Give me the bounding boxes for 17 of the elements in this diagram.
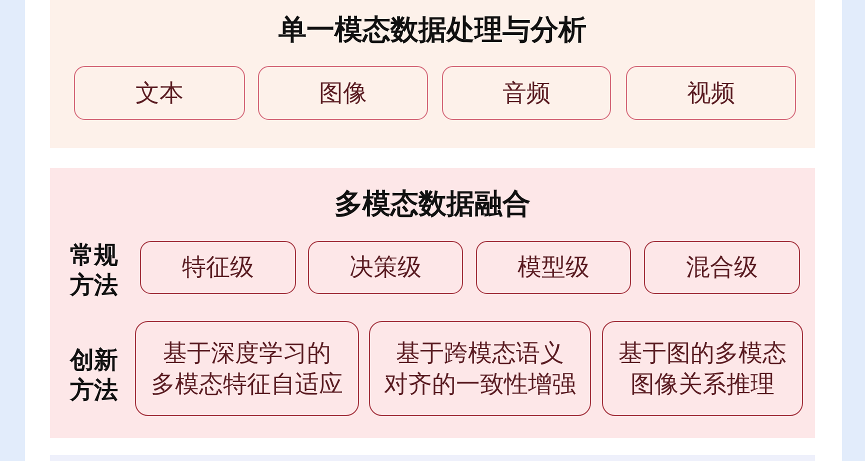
row-label: 常规方法 xyxy=(68,240,119,301)
section-panel xyxy=(50,0,815,148)
fusion-level-box: 特征级 xyxy=(140,241,296,294)
section-panel xyxy=(50,168,815,438)
category-box: 音频 xyxy=(442,66,611,120)
fusion-level-box: 决策级 xyxy=(308,241,463,294)
category-box: 图像 xyxy=(258,66,428,120)
category-box: 文本 xyxy=(74,66,245,120)
method-box: 基于深度学习的多模态特征自适应 xyxy=(135,321,359,416)
method-box: 基于跨模态语义对齐的一致性增强 xyxy=(369,321,591,416)
method-box: 基于图的多模态图像关系推理 xyxy=(602,321,803,416)
section-title: 单一模态数据处理与分析 xyxy=(278,12,586,48)
row-label: 创新方法 xyxy=(68,345,119,406)
section-title: 多模态数据融合 xyxy=(334,186,530,222)
fusion-level-box: 模型级 xyxy=(476,241,631,294)
fusion-level-box: 混合级 xyxy=(644,241,800,294)
category-box: 视频 xyxy=(626,66,796,120)
